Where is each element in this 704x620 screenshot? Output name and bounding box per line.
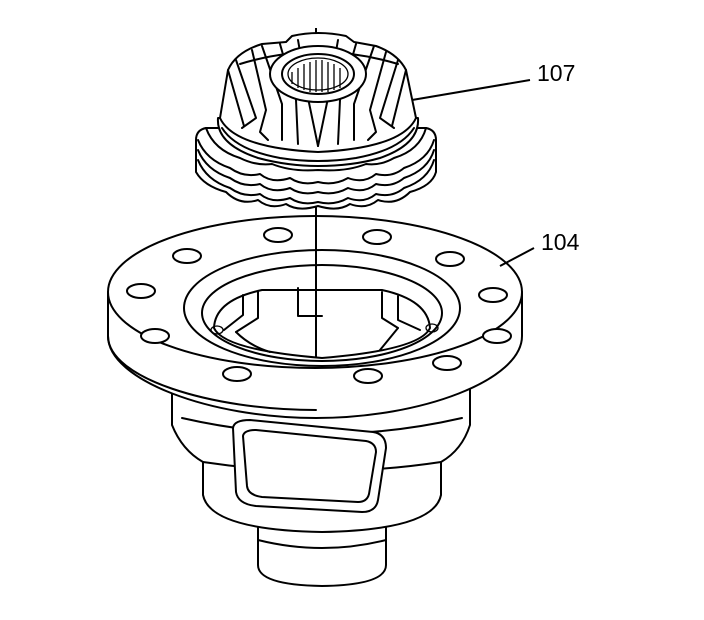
leader-line-104 bbox=[499, 247, 535, 267]
case-window bbox=[232, 419, 387, 513]
side-gear-assembly bbox=[195, 32, 437, 210]
differential-case bbox=[107, 215, 523, 587]
splined-bore bbox=[269, 45, 367, 103]
case-bore bbox=[183, 249, 461, 367]
callout-label-104: 104 bbox=[541, 229, 580, 255]
flange-bolt-holes bbox=[126, 227, 512, 384]
callout-label-107: 107 bbox=[537, 60, 576, 86]
leader-line-107 bbox=[411, 79, 531, 101]
